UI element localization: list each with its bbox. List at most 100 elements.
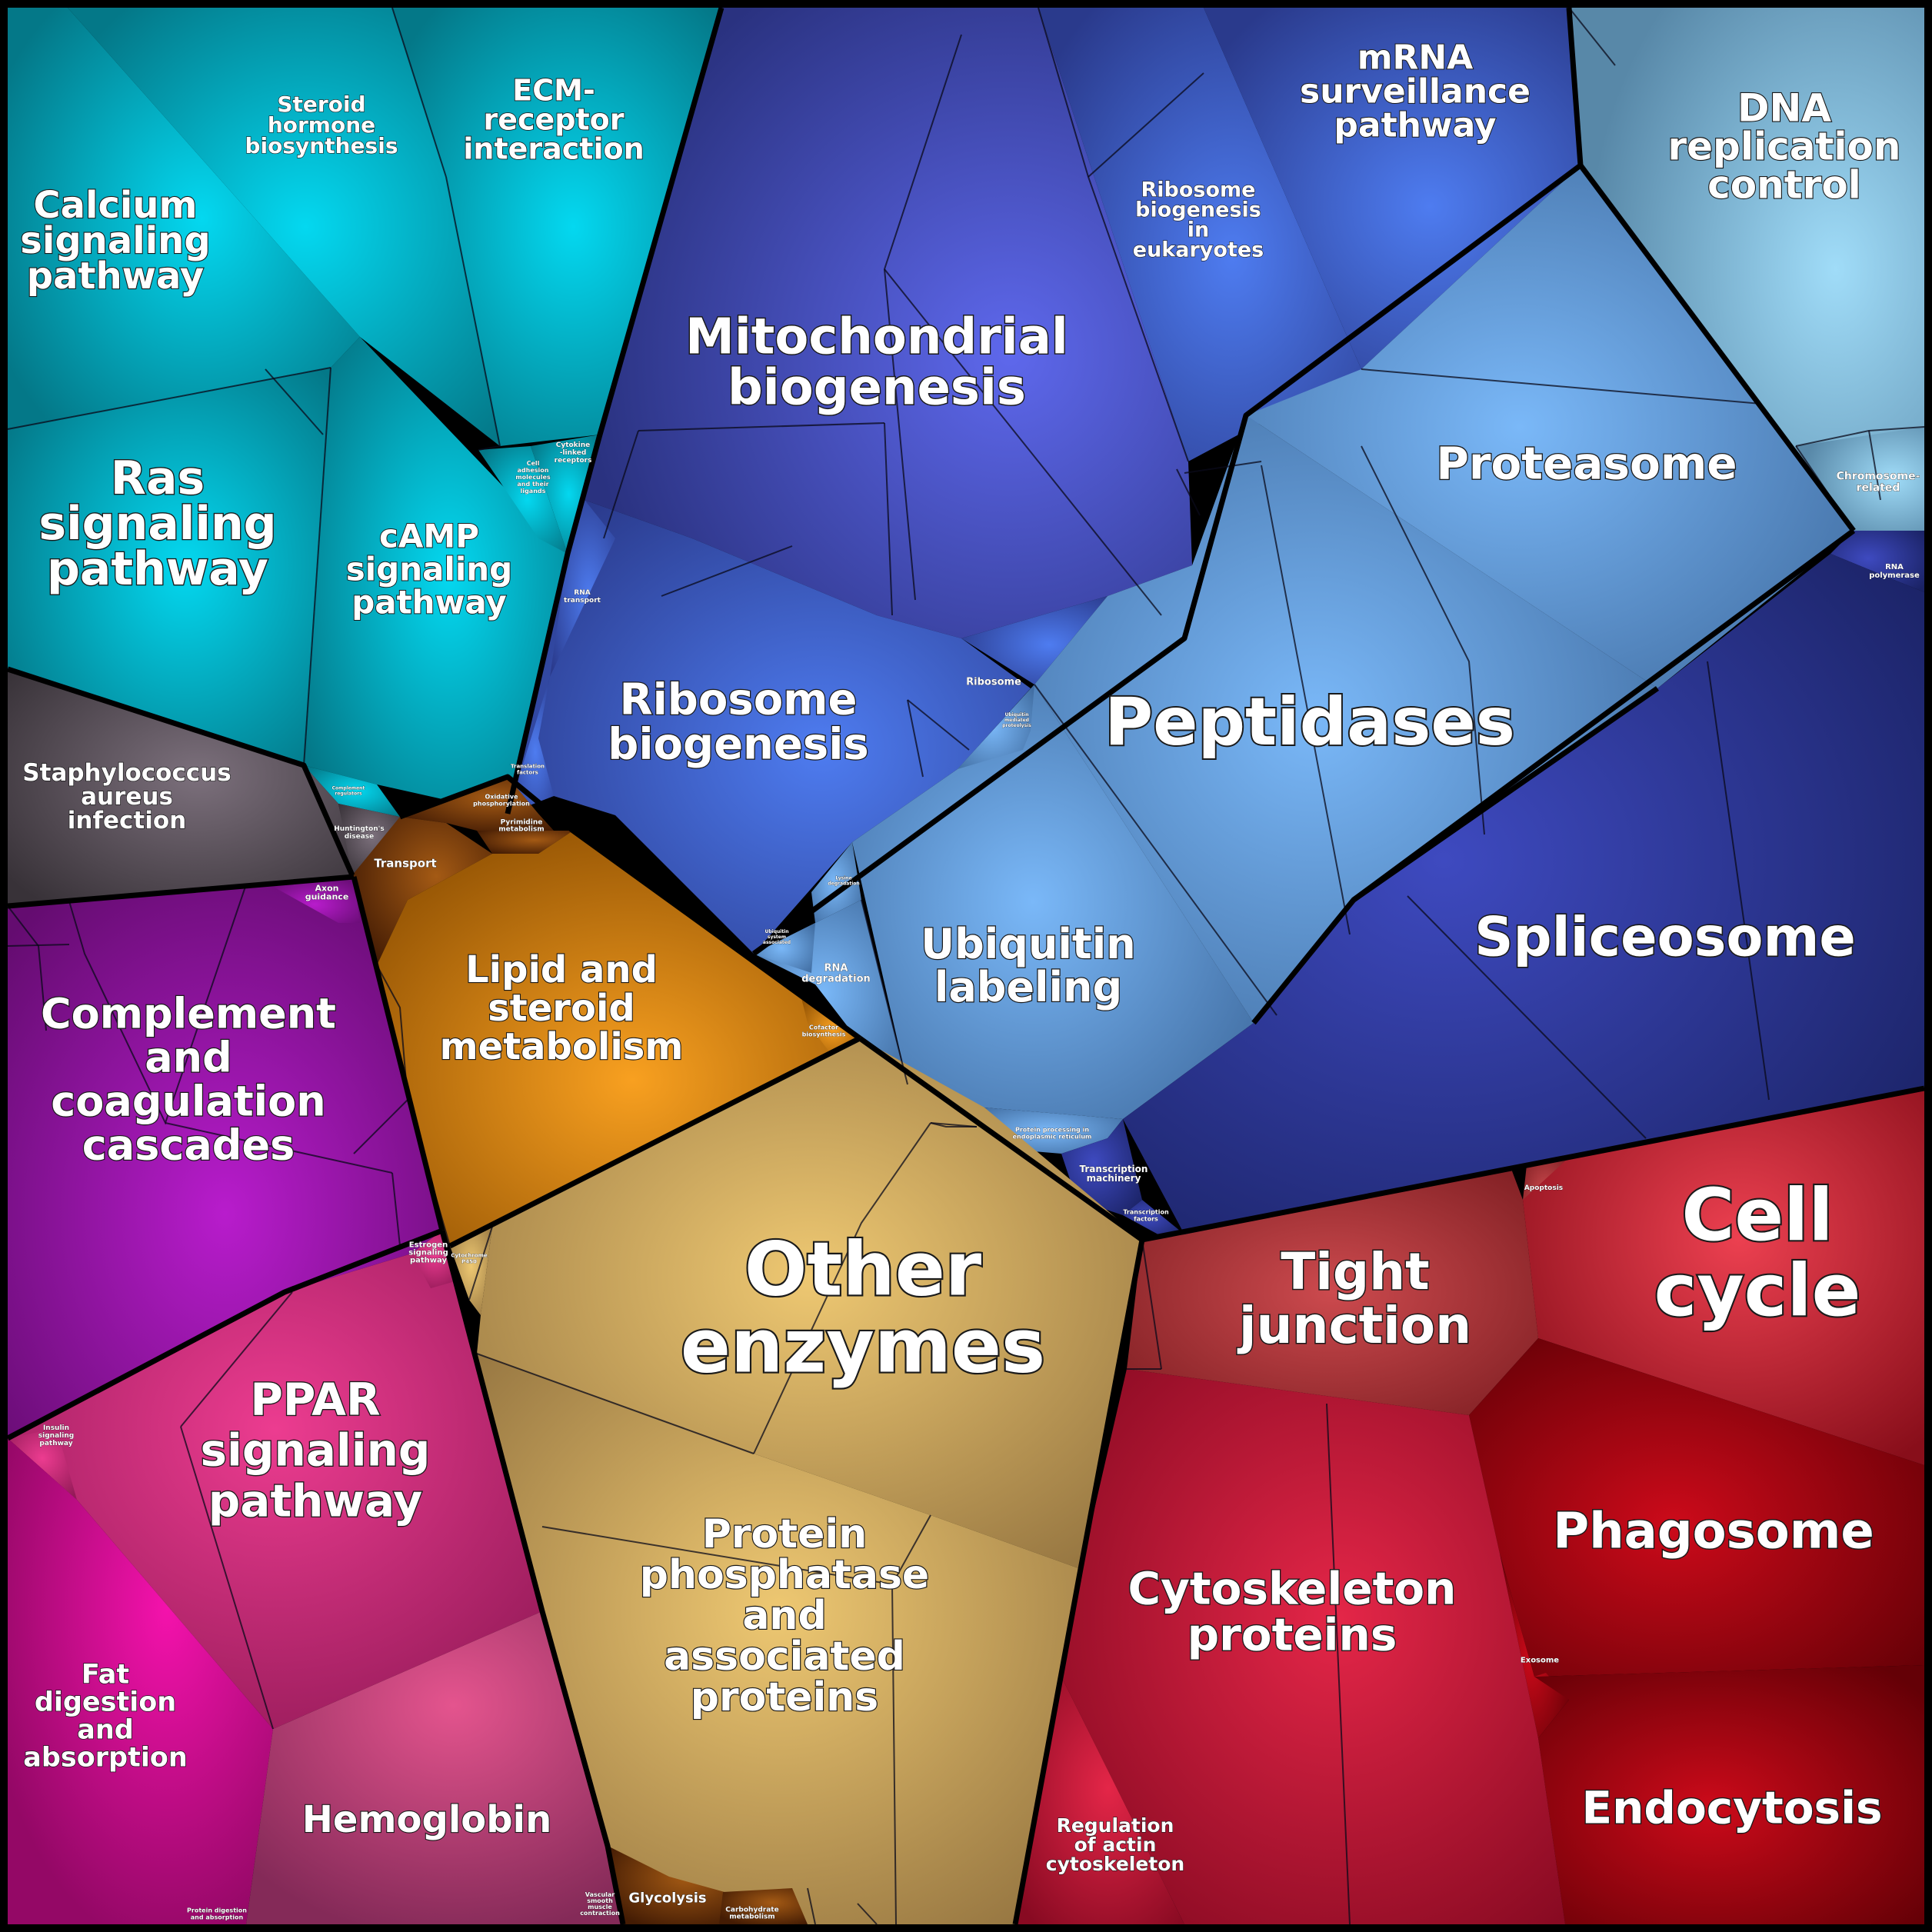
label-exosome: Exosome — [1521, 1657, 1559, 1665]
cell-complement-coag[interactable] — [8, 877, 442, 1438]
cell-tight-junction[interactable] — [1127, 1169, 1538, 1415]
cell-other-enzymes[interactable] — [477, 1038, 1142, 1569]
label-line: Transcription — [1080, 1164, 1148, 1174]
cell-hemoglobin[interactable] — [246, 1611, 623, 1924]
label-line: DNA — [1737, 86, 1831, 131]
cell-ras-signaling[interactable] — [8, 368, 331, 765]
cell-dna-replication[interactable] — [1569, 8, 1924, 531]
label-phagosome: Phagosome — [1553, 1503, 1874, 1560]
cell-carb[interactable] — [719, 1888, 808, 1924]
cell-pyrimidine[interactable] — [477, 831, 573, 854]
cell-translation-factors[interactable] — [508, 677, 554, 814]
cell-proteasome[interactable] — [1246, 165, 1854, 688]
cell-phagosome[interactable] — [1469, 1338, 1924, 1677]
label-line: signaling — [408, 1249, 448, 1257]
cell-ubiq-system[interactable] — [754, 923, 815, 973]
cell-fat-digestion[interactable] — [8, 1438, 273, 1924]
label-line: and — [77, 1714, 134, 1745]
cell-chromosome[interactable] — [1796, 427, 1924, 531]
label-line: steroid — [488, 987, 635, 1030]
cell-camp-signaling[interactable] — [304, 337, 568, 814]
label-line: Cytokine — [556, 441, 591, 449]
cell-mrna[interactable] — [1204, 8, 1581, 369]
cell-peptidases[interactable] — [1034, 415, 1657, 1023]
label-line: ligands — [521, 488, 546, 495]
cell-axon-guidance[interactable] — [269, 877, 360, 923]
label-ribosome: Ribosome — [966, 677, 1021, 688]
group-signaling-teal — [8, 8, 721, 817]
cell-ppar-signaling[interactable] — [8, 1231, 542, 1729]
cell-rna-transport[interactable] — [550, 500, 615, 677]
cell-ribosome[interactable] — [961, 596, 1108, 685]
cell-glycolysis[interactable] — [608, 1846, 738, 1924]
label-line: Huntington's — [334, 825, 385, 833]
label-line: mRNA — [1357, 38, 1474, 77]
cell-rna-polymerase[interactable] — [1830, 531, 1924, 592]
subcell-lines — [7, 7, 1925, 1925]
cell-ubiq-prot[interactable] — [958, 685, 1034, 769]
cell-ecm-receptor[interactable] — [392, 8, 721, 446]
label-line: Mitochondrial — [685, 308, 1068, 365]
label-line: pathway — [47, 542, 268, 596]
label-line: Hemoglobin — [302, 1798, 552, 1841]
label-line: Complement — [41, 989, 336, 1038]
group-borders — [6, 7, 1925, 1925]
cell-spliceosome[interactable] — [1123, 554, 1924, 1234]
cell-lipid-steroid[interactable] — [354, 831, 860, 1246]
cell-calcium-signaling[interactable] — [8, 8, 360, 429]
label-line: and — [145, 1033, 232, 1081]
group-protein-blue — [754, 8, 1924, 1154]
label-line: factors — [517, 769, 538, 775]
label-line: PPAR — [250, 1373, 380, 1425]
label-line: transport — [564, 597, 601, 605]
label-line: RNA — [574, 589, 590, 597]
label-line: related — [1857, 481, 1900, 494]
label-line: Cytochrome — [451, 1252, 488, 1258]
label-line: Exosome — [1521, 1657, 1559, 1665]
cell-steroid-hormone[interactable] — [68, 8, 500, 446]
label-line: smooth — [587, 1897, 613, 1904]
label-line: Protein processing in — [1015, 1126, 1089, 1133]
cell-cell-cycle[interactable] — [1511, 1088, 1924, 1465]
label-line: Ubiquitin — [921, 920, 1135, 968]
cell-cell-adhesion[interactable] — [478, 446, 568, 554]
cell-reg-actin[interactable] — [1015, 1677, 1184, 1924]
label-line: RNA — [824, 963, 848, 974]
cell-exosome[interactable] — [1500, 1554, 1569, 1738]
label-line: signaling — [38, 1432, 74, 1440]
label-line: metabolism — [729, 1914, 774, 1921]
cell-ubiquitin[interactable] — [852, 685, 1254, 1119]
cell-cytoskeleton[interactable] — [1061, 1369, 1565, 1924]
cell-transport[interactable] — [352, 817, 492, 965]
label-line: biosynthesis — [802, 1031, 846, 1038]
cell-endocytosis[interactable] — [1534, 1665, 1924, 1924]
cell-prot-phos[interactable] — [477, 1354, 1081, 1924]
cell-ribo-bio[interactable] — [508, 500, 1031, 954]
cell-mitochondrial[interactable] — [585, 8, 1192, 638]
label-line: Phagosome — [1553, 1503, 1874, 1560]
cell-ribosome-euk[interactable] — [1038, 8, 1361, 461]
cell-trans-factors[interactable] — [1123, 1200, 1184, 1238]
cell-cytokine[interactable] — [531, 435, 600, 554]
cell-complement-regulators-small[interactable] — [304, 765, 400, 817]
cell-insulin-signaling[interactable] — [8, 1431, 77, 1500]
label-line: surveillance — [1300, 72, 1531, 111]
cell-staphylococcus[interactable] — [8, 669, 354, 906]
cell-cytochrome-p450[interactable] — [450, 1227, 492, 1315]
cell-huntingtons[interactable] — [338, 804, 400, 875]
label-line: biogenesis — [728, 359, 1026, 416]
